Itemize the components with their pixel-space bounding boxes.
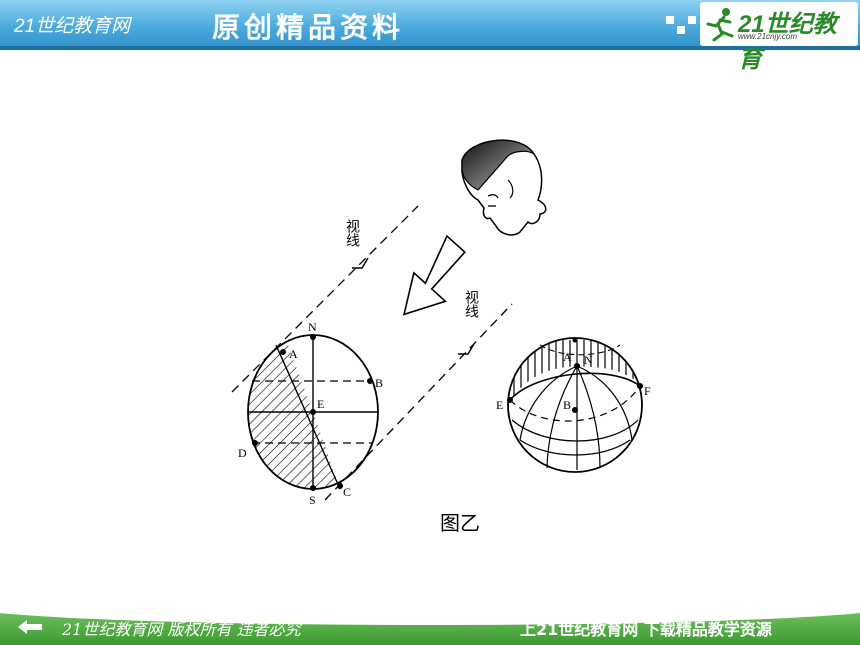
label-B-right: B [563,398,571,412]
label-A-left: A [289,347,298,361]
label-S-left: S [309,493,316,507]
header-divider [0,46,860,50]
sight-arrow-icon [458,343,475,355]
decor-square [688,16,696,24]
label-C-left: C [343,485,351,499]
view-direction-arrow-icon [402,234,466,316]
footer-copyright: 21世纪教育网 版权所有 违者必究 [62,620,301,639]
label-E-left: E [317,397,324,411]
decor-square [677,26,685,34]
header-slogan: 原创精品资料 [212,11,405,44]
logo-text: 21世纪教育 [738,11,837,73]
label-N-left: N [308,320,317,334]
sight-label-right-text: 视线 [463,290,479,318]
label-N-right: N [584,353,593,367]
figure-caption: 图乙 [440,511,480,535]
sight-line-upper [231,205,419,393]
header-site-name: 21世纪教育网 [14,16,131,37]
label-F-right: F [644,384,651,398]
runner-logo-icon [706,8,734,42]
right-globe [507,337,643,473]
label-E-right: E [496,398,503,412]
left-globe [247,334,379,491]
logo-url: www.21cnjy.com [738,32,797,41]
label-D-left: D [238,446,247,460]
label-A-right: A [563,350,572,364]
sight-arrow-icon [352,257,369,269]
footer-arc [0,585,860,625]
sight-line-lower [324,303,513,501]
label-B-left: B [375,376,383,390]
footer-download-link[interactable]: 上21世纪教育网 下载精品教学资源 [520,620,772,639]
back-arrow-icon[interactable] [18,620,42,634]
observer-head-icon [461,139,547,236]
decor-square [666,16,674,24]
sight-label-left-text: 视线 [344,219,360,247]
